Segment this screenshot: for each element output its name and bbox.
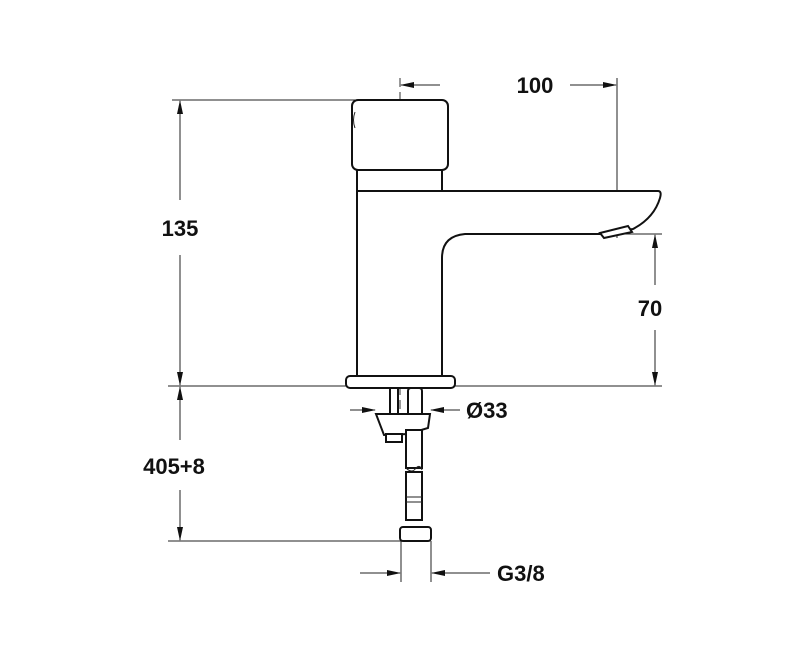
- height-dimension-label: 135: [162, 216, 199, 241]
- faucet-body: [345, 99, 662, 389]
- mounting-hardware: [374, 387, 432, 542]
- hose-nut: [399, 526, 432, 542]
- diameter-label: Ø33: [466, 398, 508, 423]
- extension-lines: [168, 78, 662, 582]
- aerator: [598, 224, 634, 240]
- width-dimension-label: 100: [517, 73, 554, 98]
- spout-height-label: 70: [638, 296, 662, 321]
- hose-length-label: 405+8: [143, 454, 205, 479]
- dimension-lines: [177, 82, 658, 576]
- connection-label: G3/8: [497, 561, 545, 586]
- handle-cap: [351, 99, 449, 171]
- base-flange: [345, 375, 456, 389]
